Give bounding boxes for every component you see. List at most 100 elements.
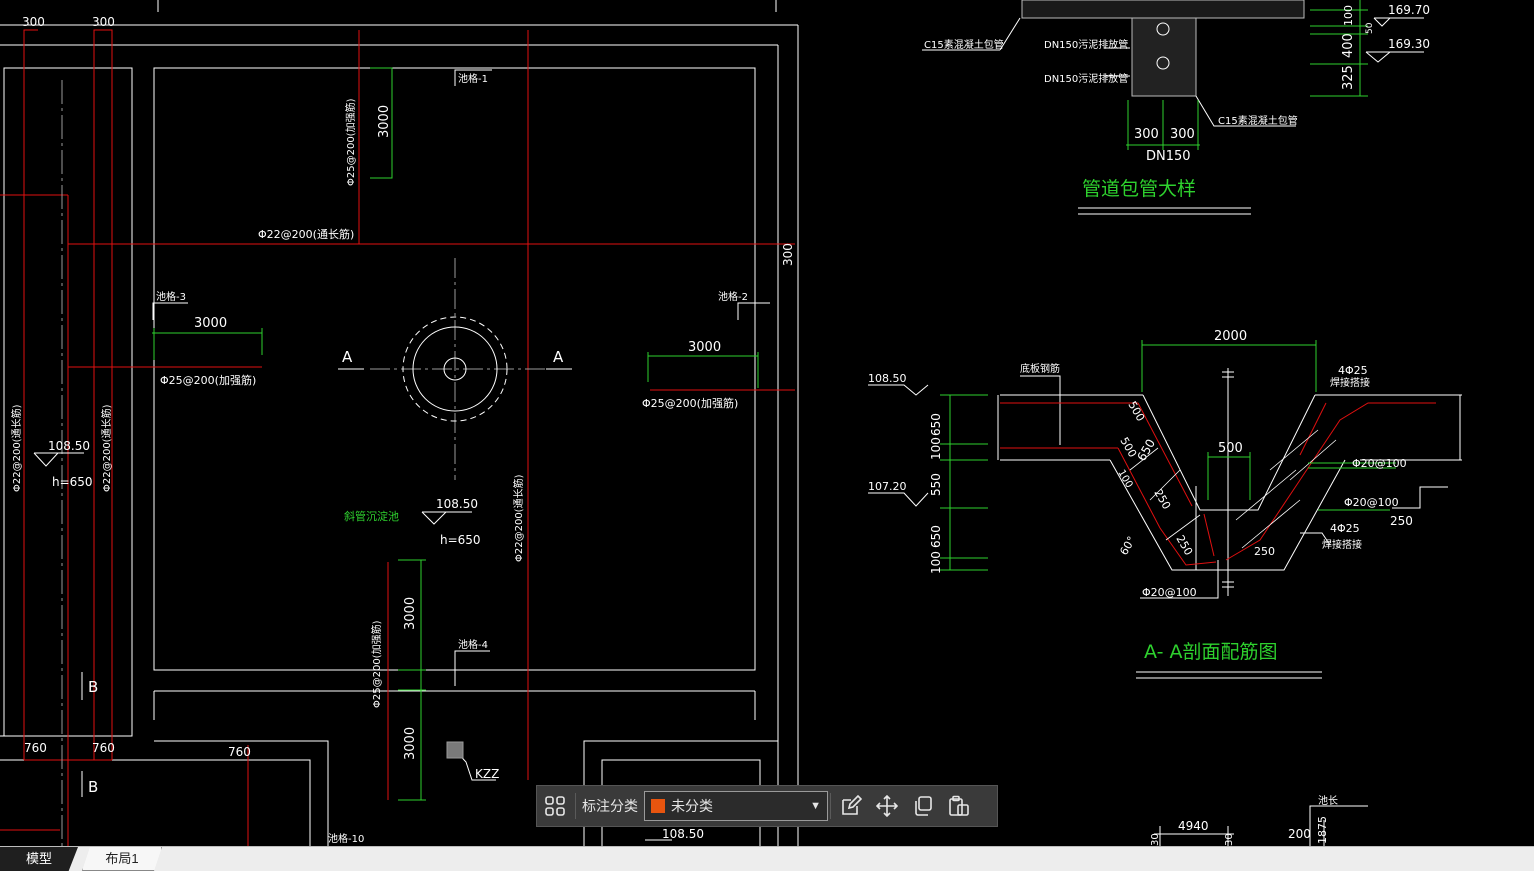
annotation-category-value: 未分类: [671, 798, 713, 814]
pool-tag-1: 池格-1: [458, 72, 488, 85]
edit-icon: [842, 795, 862, 815]
pipe-elev-1: 169.70: [1388, 3, 1430, 17]
dim-bottom-760-a: 760: [24, 741, 47, 755]
tank-circle: [338, 316, 572, 422]
plan-leaders: [33, 69, 770, 841]
pool-tag-4: 池格-4: [458, 638, 488, 651]
category-color-swatch: [651, 799, 665, 813]
grid-icon: [545, 796, 565, 816]
move-button[interactable]: [869, 788, 905, 824]
pipe-dn150: DN150: [1146, 149, 1191, 164]
rebar-right-label: Φ25@200(加强筋): [642, 396, 738, 410]
dim-200: 200: [1288, 827, 1311, 841]
aa-bottom-rebar-note: 底板钢筋: [1020, 362, 1060, 375]
pipe-dim-100: 100: [1342, 5, 1355, 26]
pool-tag-2: 池格-2: [718, 290, 748, 303]
dim-top-300-a: 300: [22, 15, 45, 29]
dim-bottom-3000-a: 3000: [403, 597, 418, 630]
dim-30-b: 30: [1224, 833, 1235, 846]
aa-vdim-100-a: 100: [929, 437, 943, 460]
elev-bottom: 108.50: [662, 827, 704, 841]
bottom-right-label: 池长: [1318, 794, 1338, 807]
dim-right-3000: 3000: [688, 340, 721, 355]
pipe-dim-325: 325: [1341, 65, 1356, 90]
tab-layout-1[interactable]: 布局1: [82, 847, 162, 871]
section-aa-rebar: [1000, 402, 1436, 566]
pipe-dim-50: 50: [1365, 22, 1375, 34]
section-aa-hatch: [1129, 429, 1337, 549]
dim-bottom-760-b: 760: [92, 741, 115, 755]
aa-dim-250-a: 250: [1151, 487, 1173, 512]
vert-rebar-left-1: Φ22@200(通长筋): [10, 404, 23, 492]
aa-dim-250-c: 250: [1254, 545, 1275, 558]
layout-tab-bar: 模型 布局1: [0, 846, 1534, 871]
aa-rebar-weld-bottom: 焊接搭接: [1322, 538, 1362, 551]
aa-vdim-550: 550: [929, 473, 943, 496]
aa-elev-top: 108.50: [868, 372, 907, 385]
annotation-toolbar: 标注分类 未分类 ▼: [536, 785, 998, 827]
pool-tag-10: 池格-10: [328, 832, 364, 845]
toolbar-separator: [830, 793, 831, 819]
vert-rebar-left-2: Φ22@200(通长筋): [100, 404, 113, 492]
section-aa-outline: [868, 368, 1462, 679]
copy-button[interactable]: [905, 788, 941, 824]
dim-bottom-3000-b: 3000: [403, 727, 418, 760]
pipe-c15-left: C15素混凝土包管: [924, 38, 1004, 51]
pipe-dim-300-b: 300: [1170, 127, 1195, 142]
aa-inner-dim: 500: [1218, 441, 1243, 456]
rebar-left-label: Φ25@200(加强筋): [160, 373, 256, 387]
plan-centerlines: [61, 80, 570, 846]
aa-dim-100-slope: 100: [1115, 468, 1134, 490]
annotation-category-select[interactable]: 未分类 ▼: [644, 791, 828, 821]
tab-model[interactable]: 模型: [0, 847, 78, 871]
bottom-right-lines: [1154, 805, 1368, 846]
dim-left-3000: 3000: [194, 316, 227, 331]
paste-icon: [949, 795, 969, 816]
annotation-category-label: 标注分类: [582, 798, 638, 814]
pool-tag-3: 池格-3: [156, 290, 186, 303]
pipe-dim-400: 400: [1341, 33, 1356, 58]
vert-rebar-center: Φ22@200(通长筋): [512, 474, 525, 562]
h-center: h=650: [440, 533, 481, 547]
dim-1875: 1875: [1316, 816, 1329, 844]
paste-button[interactable]: [941, 788, 977, 824]
dim-30-a: 30: [1150, 833, 1161, 846]
section-a-right: A: [553, 348, 564, 366]
aa-vdim-650-b: 650: [929, 525, 943, 548]
pipe-detail-dims: [1126, 0, 1368, 150]
pipe-detail-title: 管道包管大样: [1082, 178, 1196, 200]
aa-elev-mid: 107.20: [868, 480, 907, 493]
grid-toggle-button[interactable]: [537, 788, 573, 824]
section-b-2: B: [88, 778, 98, 796]
pipe-label-2: DN150污泥排放管: [1044, 72, 1128, 85]
aa-phi20-c: Φ20@100: [1142, 586, 1197, 599]
section-a-left: A: [342, 348, 353, 366]
pipe-c15-right: C15素混凝土包管: [1218, 114, 1298, 127]
dim-top-300-b: 300: [92, 15, 115, 29]
aa-dim-250-b: 250: [1173, 533, 1195, 558]
rebar-bottom-label: Φ25@200(加强筋): [370, 620, 383, 708]
aa-vdim-100-b: 100: [929, 551, 943, 574]
dim-4940: 4940: [1178, 819, 1209, 833]
chevron-down-icon: ▼: [810, 800, 821, 812]
elev-left: 108.50: [48, 439, 90, 453]
tank-label: 斜管沉淀池: [344, 509, 399, 523]
kzz-column-marker: [446, 741, 464, 759]
pipe-elev-2: 169.30: [1388, 37, 1430, 51]
aa-rebar-4phi25-bottom: 4Φ25: [1330, 522, 1360, 535]
rebar-top-label: Φ25@200(加强筋): [344, 98, 357, 186]
edit-button[interactable]: [833, 788, 869, 824]
aa-vdim-650-a: 650: [929, 413, 943, 436]
aa-rebar-weld-top: 焊接搭接: [1330, 376, 1370, 389]
cad-drawing-canvas[interactable]: 300 300 760 760 760 300 3000 Φ25@200(加强筋…: [0, 0, 1534, 846]
plan-red-lines: [0, 29, 795, 846]
dim-bottom-760-c: 760: [228, 745, 251, 759]
h-left: h=650: [52, 475, 93, 489]
aa-top-dim: 2000: [1214, 329, 1247, 344]
plan-dim-lines: [152, 67, 759, 801]
aa-phi20-a: Φ20@100: [1352, 457, 1407, 470]
pipe-detail-lines: [922, 0, 1424, 215]
plan-frames: [0, 0, 799, 846]
aa-dim-250-right: 250: [1390, 514, 1413, 528]
section-aa-dims: [940, 340, 1396, 571]
